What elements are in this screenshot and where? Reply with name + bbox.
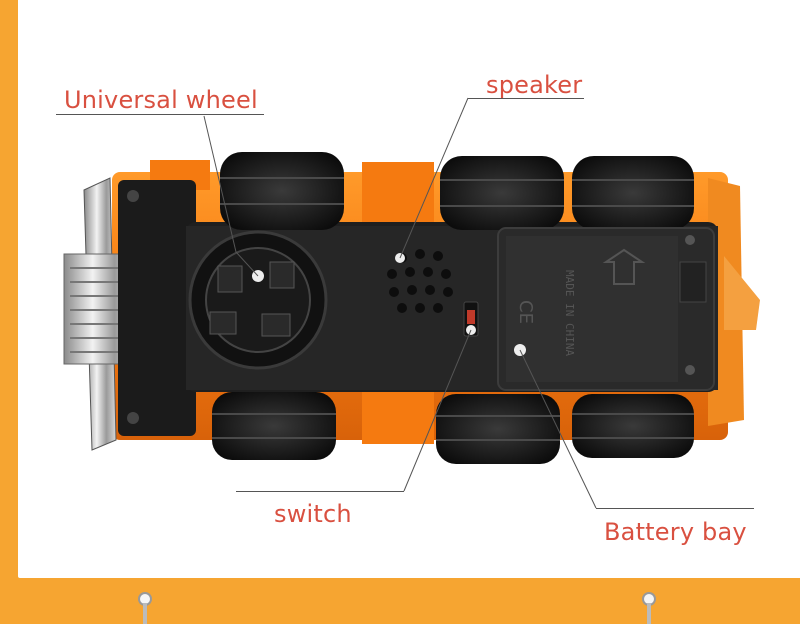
label-switch: switch — [274, 500, 352, 528]
power-switch — [463, 301, 479, 337]
switch-underline — [236, 491, 404, 492]
battery-bay-underline — [596, 508, 754, 509]
universal-wheel-underline — [56, 114, 264, 115]
leader-lines — [203, 97, 597, 509]
top-wheels — [220, 152, 694, 230]
speaker-grill — [387, 249, 453, 313]
speaker-underline — [468, 98, 584, 99]
bottom-wheels — [212, 392, 694, 464]
universal-wheel-part — [188, 230, 328, 370]
hanger-hook-icon — [138, 592, 152, 624]
label-battery-bay: Battery bay — [604, 518, 747, 546]
label-speaker: speaker — [486, 71, 583, 99]
made-in-china-emboss: MADE IN CHINA — [563, 270, 576, 356]
label-universal-wheel: Universal wheel — [64, 86, 258, 114]
battery-bay-cover: MADE IN CHINA CE — [497, 227, 715, 391]
hanger-hook-icon — [642, 592, 656, 624]
ce-mark-emboss: CE — [515, 300, 536, 324]
